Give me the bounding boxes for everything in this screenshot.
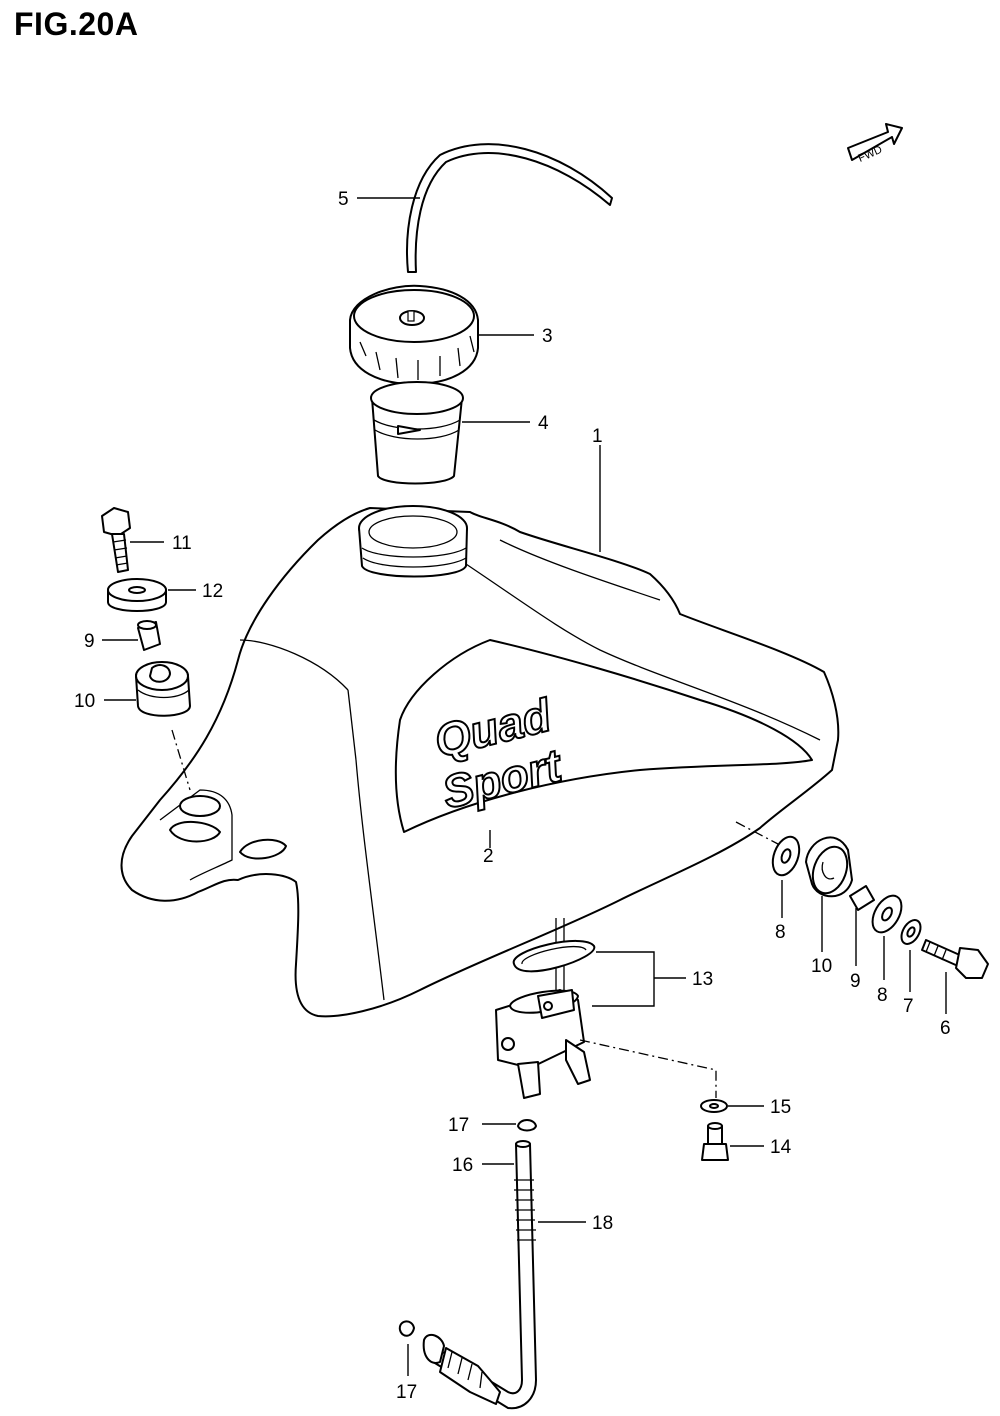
fuel-cock-assembly <box>495 918 596 1099</box>
callout-9a: 9 <box>84 631 95 652</box>
callout-8a: 8 <box>775 922 786 943</box>
callout-5: 5 <box>338 189 349 210</box>
callout-10a: 10 <box>74 691 95 712</box>
callout-14: 14 <box>770 1137 792 1158</box>
callout-15: 15 <box>770 1097 791 1118</box>
leader-lines <box>102 197 947 1376</box>
mount-bolt-right <box>921 939 989 979</box>
callout-16: 16 <box>452 1155 473 1176</box>
callout-10b: 10 <box>811 956 832 977</box>
fwd-direction-arrow: FWD <box>847 123 903 165</box>
screw-14 <box>701 1122 729 1161</box>
fuel-cap <box>349 284 479 385</box>
figure-title: FIG.20A <box>14 6 139 42</box>
breather-hose <box>406 143 613 273</box>
hose-clip-lower <box>398 1320 415 1337</box>
callout-1: 1 <box>592 426 603 447</box>
callout-4: 4 <box>538 413 549 434</box>
callout-6: 6 <box>940 1018 951 1039</box>
fuel-hose <box>422 1140 537 1410</box>
alignment-line-right <box>735 821 779 845</box>
callout-13: 13 <box>692 969 713 990</box>
callout-11: 11 <box>172 533 192 554</box>
filler-neck-strainer <box>370 381 464 485</box>
quad-sport-decal: Quad Sport <box>428 687 569 819</box>
fuel-tank <box>120 505 840 1018</box>
callout-2: 2 <box>483 846 494 867</box>
callout-17b: 17 <box>396 1382 417 1403</box>
callout-17a: 17 <box>448 1115 469 1136</box>
grommet-left <box>135 661 191 717</box>
grommet-right <box>805 836 853 898</box>
collar-right <box>849 885 875 911</box>
washer-right-8a <box>771 835 801 877</box>
washer-15 <box>700 1099 728 1113</box>
collar-left <box>137 620 161 651</box>
callout-18: 18 <box>592 1213 613 1234</box>
alignment-line-cock <box>579 1039 717 1098</box>
callout-3: 3 <box>542 326 553 347</box>
washer-left <box>107 578 167 612</box>
mount-bolt-left <box>101 507 131 573</box>
lock-washer-right <box>900 919 922 945</box>
callout-7: 7 <box>903 996 914 1017</box>
washer-right-8b <box>871 894 903 934</box>
hose-clip-upper <box>517 1119 537 1132</box>
callout-12: 12 <box>202 581 223 602</box>
callout-8b: 8 <box>877 985 888 1006</box>
callout-9b: 9 <box>850 971 861 992</box>
